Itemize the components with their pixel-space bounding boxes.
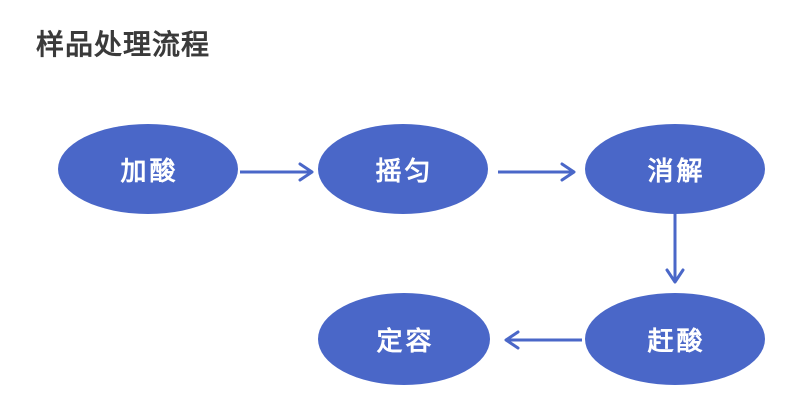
flow-node-gansuan[interactable]: 赶酸 bbox=[585, 293, 765, 385]
flow-node-dingrong[interactable]: 定容 bbox=[318, 293, 490, 385]
flow-node-jiasuan[interactable]: 加酸 bbox=[58, 124, 238, 214]
flow-arrow-right-icon-yaoyun-to-xiaojie bbox=[498, 162, 576, 182]
page-title: 样品处理流程 bbox=[36, 29, 211, 60]
flow-node-yaoyun[interactable]: 摇匀 bbox=[318, 124, 488, 214]
flow-node-xiaojie[interactable]: 消解 bbox=[585, 124, 765, 214]
flow-arrow-left-icon-gansuan-to-dingrong bbox=[504, 330, 582, 350]
flow-arrow-down-icon-xiaojie-to-gansuan bbox=[665, 212, 685, 284]
flow-arrow-right-icon-jiasuan-to-yaoyun bbox=[240, 162, 314, 182]
